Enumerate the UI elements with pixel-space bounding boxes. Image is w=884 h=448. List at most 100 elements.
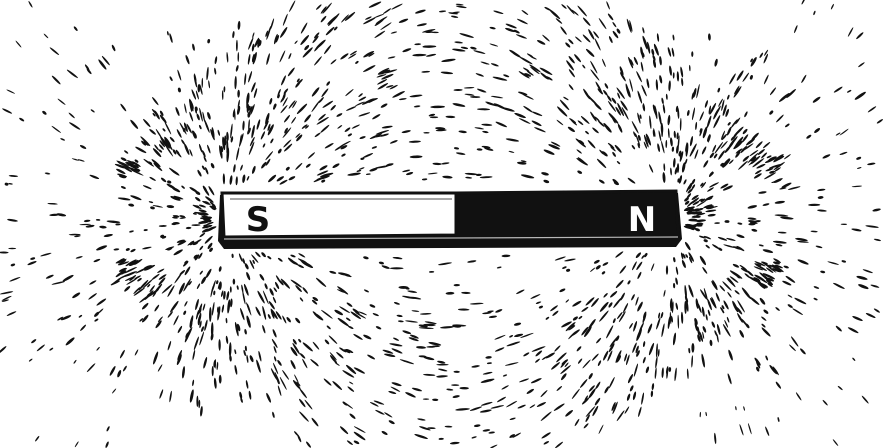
iron-filing [372, 146, 378, 150]
iron-filing [577, 358, 583, 364]
iron-filing [591, 353, 599, 361]
iron-filing [689, 136, 693, 147]
iron-filing [285, 166, 290, 171]
iron-filing [489, 444, 498, 448]
iron-filing [666, 366, 669, 374]
iron-filing [705, 209, 716, 213]
iron-filing [673, 72, 675, 78]
iron-filing [115, 223, 120, 225]
iron-filing [672, 332, 676, 345]
iron-filing [651, 383, 654, 390]
iron-filing [202, 357, 207, 369]
iron-filing [660, 312, 664, 319]
iron-filing [782, 280, 792, 286]
iron-filing [78, 314, 82, 318]
iron-filing [260, 131, 266, 140]
iron-filing [346, 106, 357, 112]
iron-filing [359, 136, 366, 140]
iron-filing [440, 326, 454, 329]
iron-filing [251, 165, 256, 174]
iron-filing [256, 119, 261, 130]
iron-filing [702, 267, 708, 275]
iron-filing [380, 103, 388, 109]
iron-filing [328, 335, 338, 345]
iron-filing [336, 351, 345, 359]
iron-filing [480, 61, 489, 65]
iron-filing [553, 403, 565, 412]
iron-filing [384, 412, 393, 418]
iron-filing [214, 378, 218, 389]
iron-filing [358, 93, 363, 98]
iron-filing [568, 69, 576, 78]
iron-filing [724, 145, 732, 153]
iron-filing [368, 1, 381, 9]
iron-filing [277, 148, 282, 154]
iron-filing [120, 157, 127, 162]
iron-filing [503, 74, 510, 78]
iron-filing [522, 93, 534, 100]
iron-filing [93, 258, 100, 263]
iron-filing [799, 348, 806, 355]
iron-filing [765, 355, 769, 361]
iron-filing [556, 385, 563, 391]
iron-filing [175, 107, 181, 117]
iron-filing [661, 141, 666, 154]
iron-filing [587, 29, 595, 41]
iron-filing [272, 296, 276, 303]
iron-filing [294, 40, 298, 44]
iron-filing [727, 292, 732, 299]
iron-filing [112, 388, 117, 394]
iron-filing [158, 149, 163, 153]
iron-filing [86, 363, 96, 373]
iron-filing [492, 76, 507, 82]
iron-filing [516, 289, 525, 295]
iron-filing [707, 213, 715, 217]
iron-filing [769, 87, 776, 96]
iron-filing [29, 358, 33, 362]
iron-filing [212, 366, 214, 376]
iron-filing [417, 418, 426, 421]
iron-filing [684, 241, 691, 251]
iron-filing [384, 353, 396, 358]
iron-filing [544, 6, 551, 11]
iron-filing [759, 244, 764, 247]
iron-filing [627, 374, 634, 384]
iron-filing [261, 251, 267, 257]
iron-filing [582, 34, 591, 43]
iron-filing [359, 167, 365, 170]
iron-filing [579, 378, 588, 388]
iron-filing [116, 168, 127, 175]
iron-filing [211, 302, 215, 316]
iron-filing [705, 412, 707, 416]
iron-filing [687, 110, 691, 117]
iron-filing [727, 94, 731, 100]
iron-filing [876, 118, 883, 124]
iron-filing [470, 46, 477, 50]
iron-filing [149, 128, 157, 135]
iron-filing [216, 280, 219, 284]
iron-filing [330, 104, 337, 111]
iron-filing [711, 321, 716, 328]
iron-filing [122, 365, 127, 372]
iron-filing [489, 43, 498, 47]
iron-filing [184, 103, 187, 113]
iron-filing [695, 122, 698, 130]
iron-filing [219, 375, 222, 384]
iron-filing [617, 123, 623, 133]
iron-filing [340, 52, 349, 60]
iron-filing [509, 335, 514, 338]
iron-filing [663, 163, 665, 171]
iron-filing [681, 78, 684, 87]
iron-filing [661, 97, 664, 104]
iron-filing [382, 125, 393, 129]
iron-filing [769, 364, 778, 375]
iron-filing [598, 179, 605, 185]
iron-filing [270, 138, 274, 144]
iron-filing [15, 40, 22, 48]
iron-filing [822, 399, 828, 406]
iron-filing [689, 65, 691, 71]
iron-filing [246, 355, 249, 364]
iron-filing [661, 367, 664, 378]
iron-filing [189, 149, 193, 157]
iron-filing [441, 162, 449, 165]
